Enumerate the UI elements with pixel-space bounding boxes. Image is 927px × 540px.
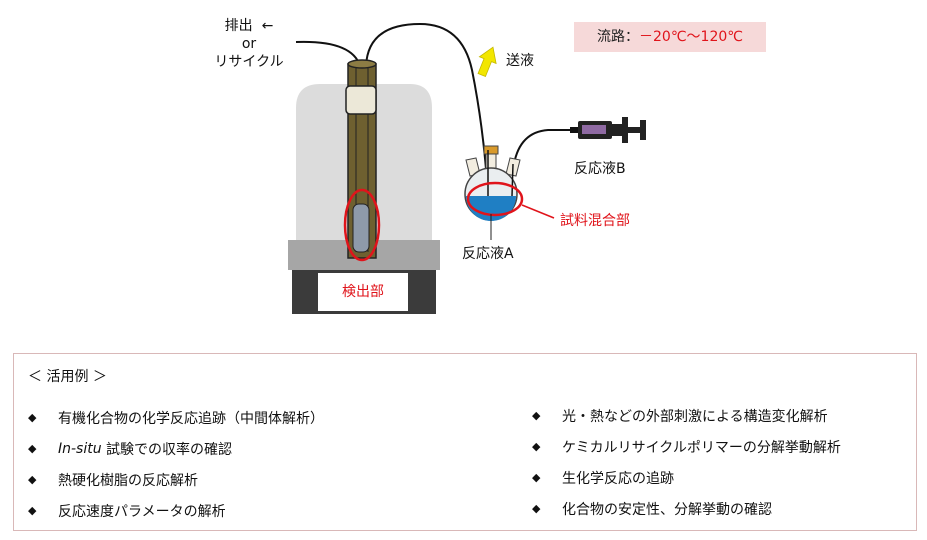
mixing-highlight [466,181,524,217]
example-item: ◆ In-situ 試験での収率の確認 [28,433,324,464]
exhaust-arrow-icon: ← [261,18,274,34]
example-text-italic: In-situ [58,440,102,457]
example-item: ◆ 有機化合物の化学反応追跡（中間体解析） [28,402,324,433]
flow-temperature-box: 流路：－20℃～120℃ [574,22,766,52]
detector-highlight [343,188,381,262]
send-label: 送液 [506,53,534,69]
syringe-tube [513,129,578,165]
probe-top [347,59,377,69]
reaction-flask [464,145,521,221]
example-text: ケミカルリサイクルポリマーの分解挙動解析 [562,439,841,456]
exhaust-label: 排出 ← or リサイクル [204,17,294,71]
exhaust-label-line2: or [241,36,257,52]
flow-temperature-range: －20℃～120℃ [639,29,743,45]
diamond-bullet-icon: ◆ [532,502,541,515]
mixing-leader-line [521,204,555,219]
diamond-bullet-icon: ◆ [28,473,37,486]
probe-cap [345,85,377,115]
examples-title: ＜ 活用例 ＞ [28,369,107,385]
diamond-bullet-icon: ◆ [532,471,541,484]
send-arrow-icon [477,46,497,77]
transfer-tube [365,22,489,197]
example-item: ◆ 反応速度パラメータの解析 [28,495,324,526]
examples-panel: ＜ 活用例 ＞ ◆ 有機化合物の化学反応追跡（中間体解析） ◆ In-situ 試験… [13,353,917,531]
example-text: 試験での収率の確認 [101,441,233,458]
detector-label: 検出部 [318,273,408,311]
example-text: 熱硬化樹脂の反応解析 [58,472,198,489]
example-text: 反応速度パラメータの解析 [58,503,226,520]
exhaust-label-line1: 排出 [224,18,253,34]
flow-temperature-prefix: 流路： [597,29,639,45]
probe-sample-cell [352,203,370,253]
example-text: 化合物の安定性、分解挙動の確認 [562,501,772,518]
examples-left-column: ◆有機化合物の化学反応追跡（中間体解析） ◆In-situ 試験での収率の確認 … [28,402,324,526]
examples-right-column: ◆ 光・熱などの外部刺激による構造変化解析 ◆ ケミカルリサイクルポリマーの分解挙動… [532,400,841,524]
example-text: 有機化合物の化学反応追跡（中間体解析） [58,410,324,427]
example-text: 光・熱などの外部刺激による構造変化解析 [562,408,828,425]
diamond-bullet-icon: ◆ [28,504,37,517]
example-item: ◆ 熱硬化樹脂の反応解析 [28,464,324,495]
diamond-bullet-icon: ◆ [532,409,541,422]
exhaust-label-line3: リサイクル [214,54,284,70]
diamond-bullet-icon: ◆ [28,442,37,455]
liquid-b-label: 反応液B [574,161,626,177]
example-item: ◆ 光・熱などの外部刺激による構造変化解析 [532,400,841,431]
mixing-label: 試料混合部 [560,213,630,229]
example-item: ◆ 生化学反応の追跡 [532,462,841,493]
liquid-a-label: 反応液A [462,246,514,262]
example-item: ◆ ケミカルリサイクルポリマーの分解挙動解析 [532,431,841,462]
syringe-icon [570,117,646,143]
example-text: 生化学反応の追跡 [562,470,674,487]
diamond-bullet-icon: ◆ [28,411,37,424]
diamond-bullet-icon: ◆ [532,440,541,453]
example-item: ◆ 化合物の安定性、分解挙動の確認 [532,493,841,524]
